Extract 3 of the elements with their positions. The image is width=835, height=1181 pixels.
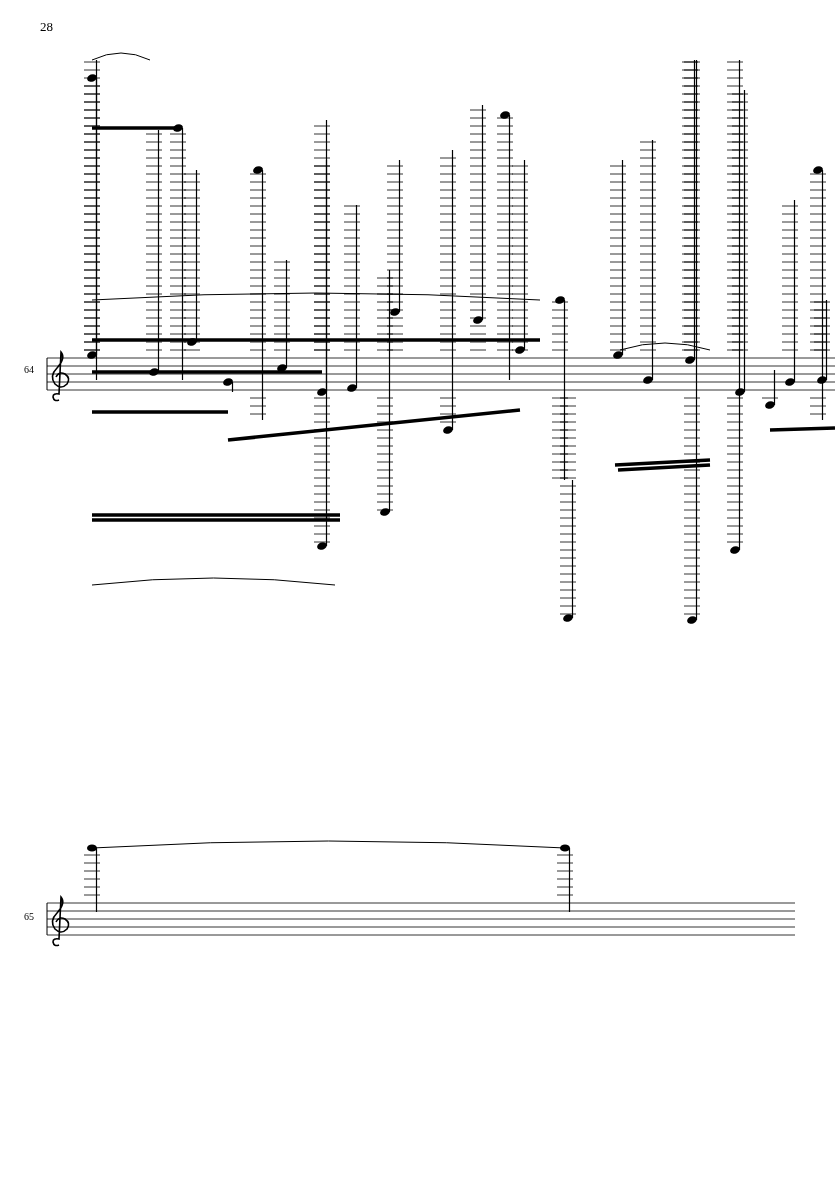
measure-number: 65 <box>24 911 34 922</box>
page-number: 28 <box>40 19 53 35</box>
measure-number: 64 <box>24 364 34 375</box>
